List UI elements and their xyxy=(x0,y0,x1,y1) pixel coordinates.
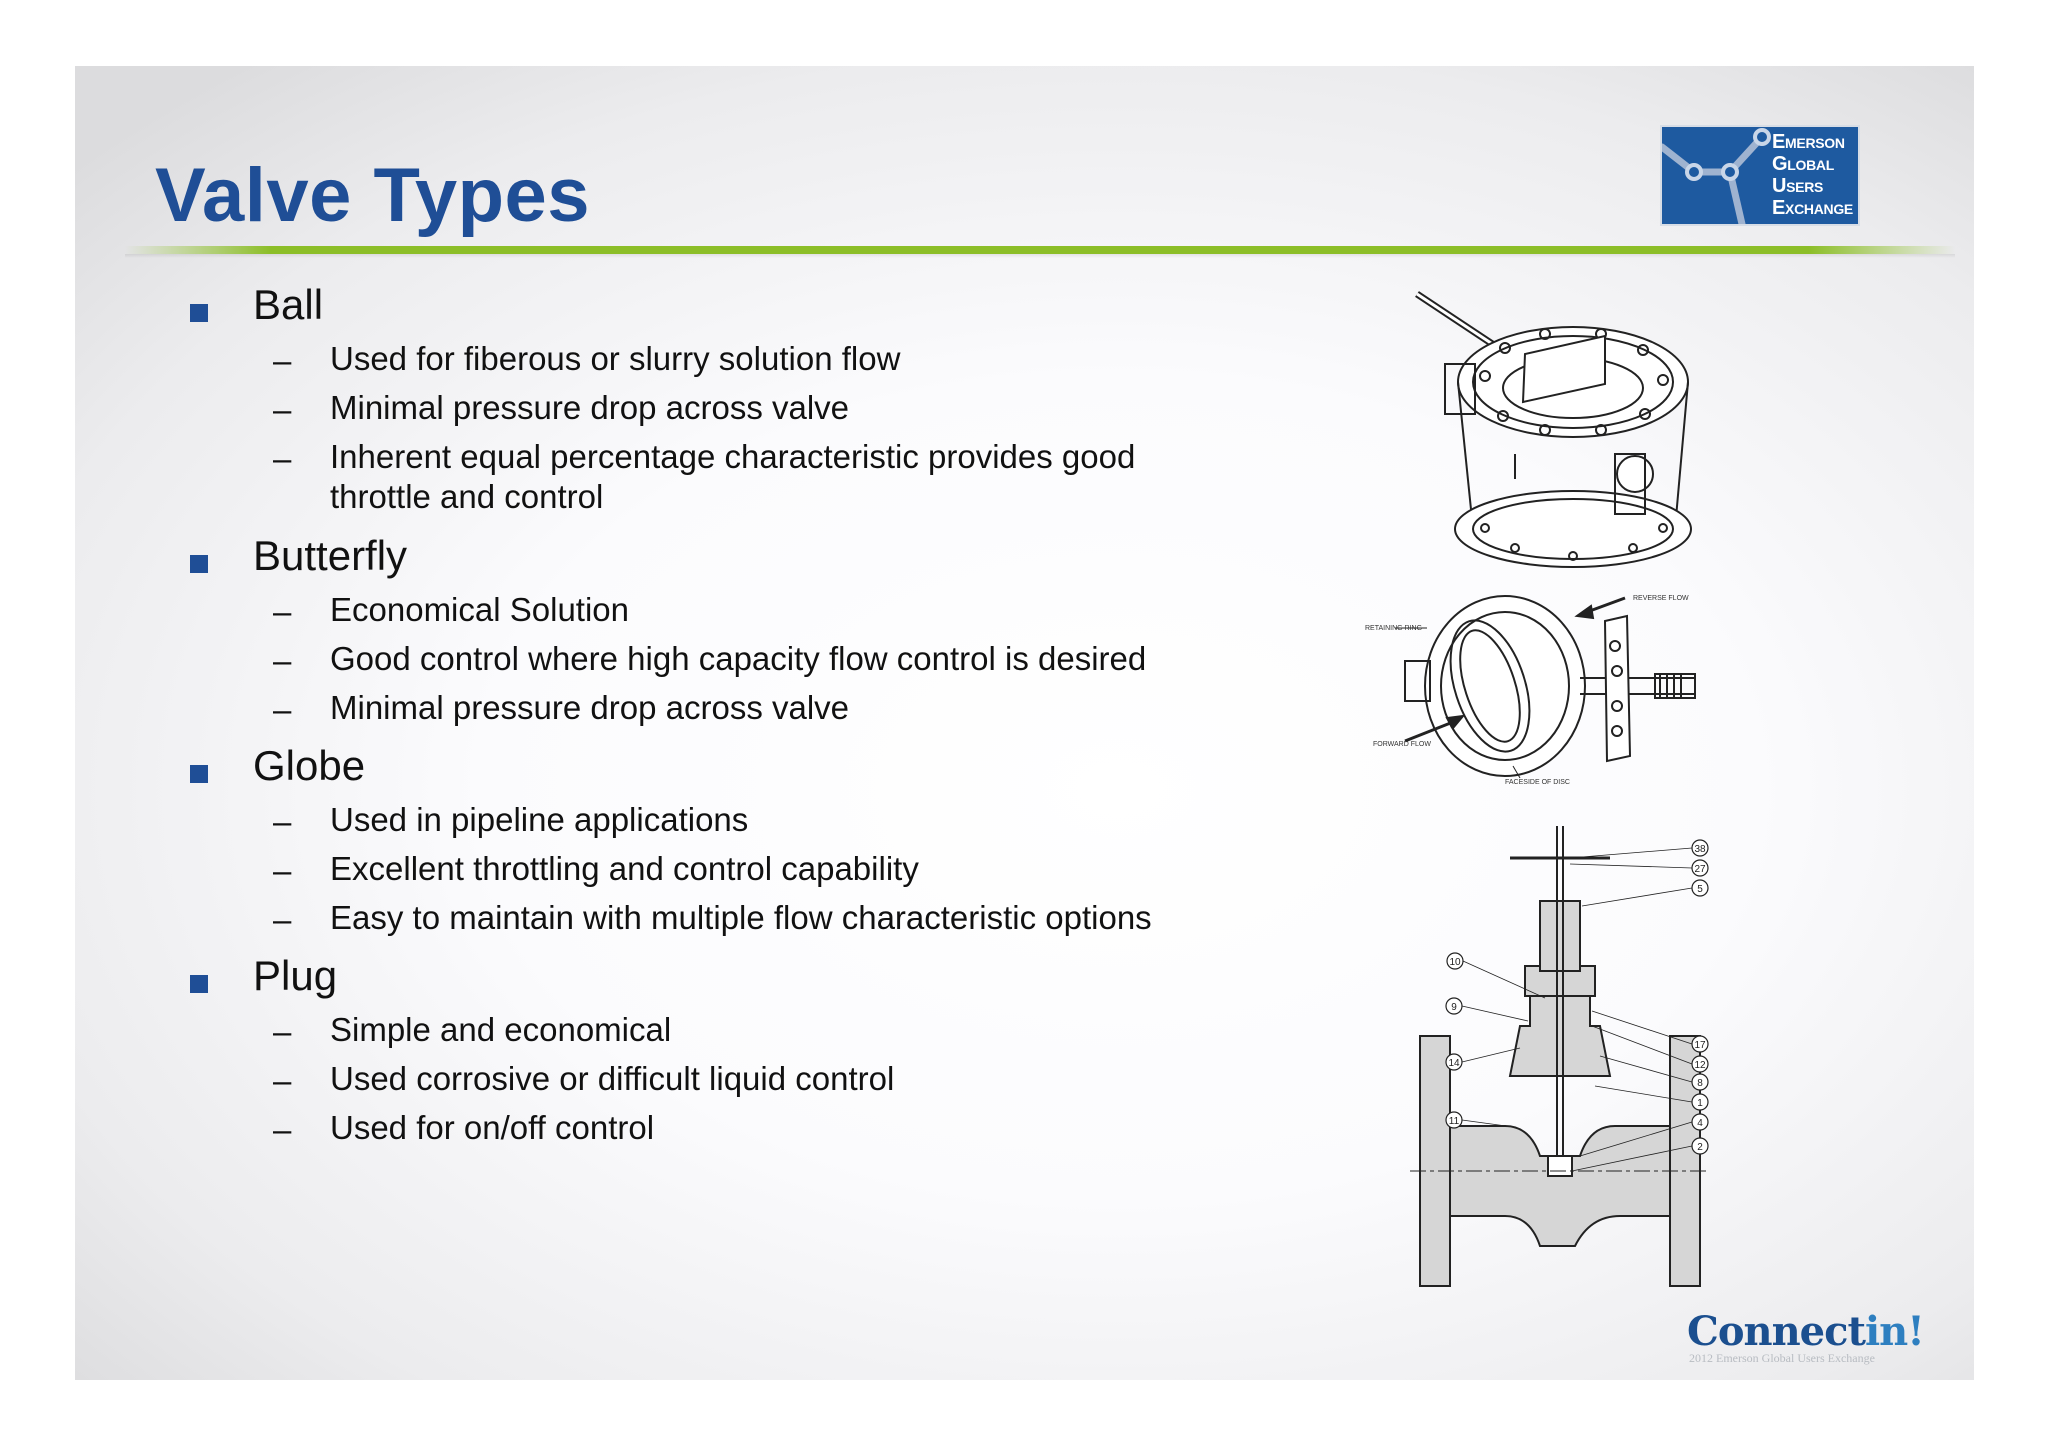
slide-title: Valve Types xyxy=(155,153,591,238)
callout-11: 11 xyxy=(1449,1116,1460,1127)
section-heading-plug: Plug xyxy=(253,952,338,999)
callout-14: 14 xyxy=(1448,1058,1460,1069)
dash: – xyxy=(273,901,292,938)
globe-valve-illustration: 38 27 5 10 9 14 11 17 12 8 1 4 2 xyxy=(1410,826,1710,1287)
emerson-logo: Emerson Global Users Exchange xyxy=(1660,125,1860,226)
ball-valve-illustration xyxy=(1415,291,1692,568)
callout-9: 9 xyxy=(1451,1002,1457,1013)
bullet-square xyxy=(190,975,208,993)
brand-main: Connect xyxy=(1687,1308,1866,1355)
callout-27: 27 xyxy=(1694,864,1706,875)
dash: – xyxy=(273,391,292,428)
title-divider xyxy=(125,246,1955,254)
ball-item-3-line-1: Inherent equal percentage characteristic… xyxy=(330,438,1136,475)
globe-item-2: Excellent throttling and control capabil… xyxy=(330,850,919,887)
section-heading-ball: Ball xyxy=(253,281,324,328)
dash: – xyxy=(273,1062,292,1099)
ball-item-2: Minimal pressure drop across valve xyxy=(330,389,850,426)
connect-in-logo: Connectin! 2012 Emerson Global Users Exc… xyxy=(1687,1308,1925,1366)
logo-line-3: Users xyxy=(1772,175,1824,197)
logo-line-1: Emerson xyxy=(1772,131,1845,153)
butterfly-item-1: Economical Solution xyxy=(330,591,629,628)
butterfly-valve-illustration: RETAINING RING REVERSE FLOW FORWARD FLOW… xyxy=(1365,595,1696,786)
callout-10: 10 xyxy=(1449,957,1461,968)
slide: Valve Types Emerson Global Users Exchang… xyxy=(75,66,1974,1380)
ball-item-1: Used for fiberous or slurry solution flo… xyxy=(330,340,901,377)
bullet-square xyxy=(190,304,208,322)
dash: – xyxy=(273,803,292,840)
globe-item-1: Used in pipeline applications xyxy=(330,801,749,838)
bullet-square xyxy=(190,555,208,573)
dash: – xyxy=(273,342,292,379)
reverse-flow-label: REVERSE FLOW xyxy=(1633,595,1689,602)
logo-line-4: Exchange xyxy=(1772,197,1853,219)
brand-subtitle: 2012 Emerson Global Users Exchange xyxy=(1689,1351,1875,1365)
brand-accent: in! xyxy=(1864,1308,1925,1355)
callout-5: 5 xyxy=(1697,884,1703,895)
dash: – xyxy=(273,1111,292,1148)
forward-flow-label: FORWARD FLOW xyxy=(1373,741,1431,748)
callout-1: 1 xyxy=(1697,1098,1703,1109)
dash: – xyxy=(273,440,292,477)
network-nodes-icon xyxy=(1662,128,1771,224)
title-divider-shadow xyxy=(125,254,1955,258)
section-heading-butterfly: Butterfly xyxy=(253,532,408,579)
callout-12: 12 xyxy=(1694,1060,1706,1071)
callout-2: 2 xyxy=(1697,1142,1703,1153)
section-heading-globe: Globe xyxy=(253,742,366,789)
globe-item-3: Easy to maintain with multiple flow char… xyxy=(330,899,1152,936)
dash: – xyxy=(273,1013,292,1050)
dash: – xyxy=(273,593,292,630)
callout-17: 17 xyxy=(1694,1040,1706,1051)
callout-4: 4 xyxy=(1697,1118,1703,1129)
ball-item-3-line-2: throttle and control xyxy=(330,478,604,515)
retaining-ring-label: RETAINING RING xyxy=(1365,625,1422,632)
dash: – xyxy=(273,691,292,728)
plug-item-1: Simple and economical xyxy=(330,1011,672,1048)
plug-item-2: Used corrosive or difficult liquid contr… xyxy=(330,1060,895,1097)
callout-38: 38 xyxy=(1694,844,1706,855)
bullet-square xyxy=(190,765,208,783)
butterfly-item-3: Minimal pressure drop across valve xyxy=(330,689,850,726)
dash: – xyxy=(273,852,292,889)
faceside-disc-label: FACESIDE OF DISC xyxy=(1505,779,1570,786)
connect-in-wordmark: Connectin! xyxy=(1687,1308,1925,1355)
logo-line-2: Global xyxy=(1772,153,1834,175)
dash: – xyxy=(273,642,292,679)
plug-item-3: Used for on/off control xyxy=(330,1109,655,1146)
butterfly-item-2: Good control where high capacity flow co… xyxy=(330,640,1147,677)
callout-8: 8 xyxy=(1697,1078,1703,1089)
emerson-logo-text: Emerson Global Users Exchange xyxy=(1772,131,1853,219)
